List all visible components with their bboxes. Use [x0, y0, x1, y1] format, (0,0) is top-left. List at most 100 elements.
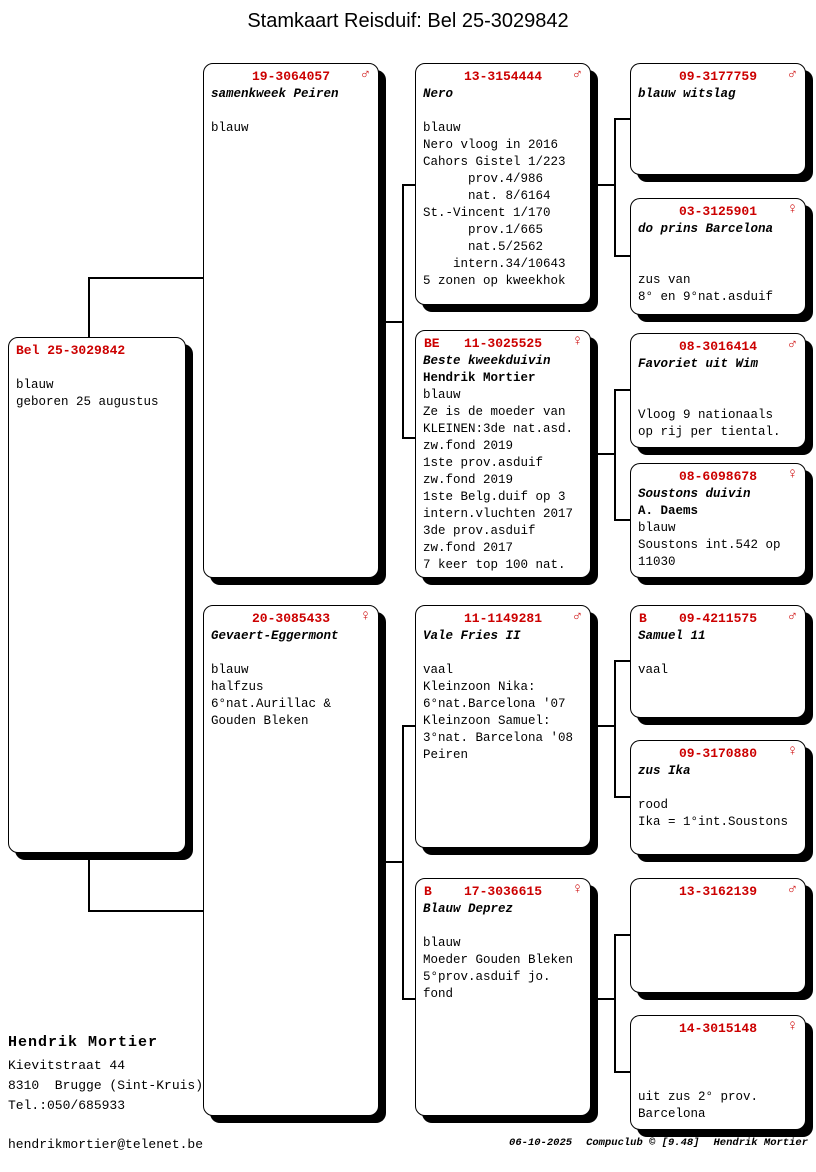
- ring-number: 19-3064057: [251, 69, 330, 84]
- bird-notes: rood Ika = 1°int.Soustons: [638, 798, 789, 829]
- footer-author: Hendrik Mortier: [713, 1137, 808, 1149]
- pedigree-box-great-grandsire: B 09-4211575 ♂ Samuel 11 vaal: [630, 605, 806, 718]
- ring-number: 17-3036615: [463, 884, 542, 899]
- bird-name: samenkweek Peiren: [211, 87, 339, 101]
- ring-number: 09-3170880: [678, 746, 757, 761]
- pedigree-box-great-granddam: 14-3015148 ♀ uit zus 2° prov. Barcelona: [630, 1015, 806, 1130]
- connector-line: [381, 861, 403, 863]
- male-icon: ♂: [787, 608, 797, 625]
- bird-notes: [638, 103, 798, 120]
- bird-owner-name: A. Daems: [638, 504, 699, 518]
- pedigree-box-sire: 19-3064057 ♂ samenkweek Peiren blauw: [203, 63, 379, 578]
- female-icon: ♀: [787, 201, 797, 218]
- connector-line: [614, 389, 616, 521]
- connector-line: [593, 453, 615, 455]
- bird-notes: vaal Kleinzoon Nika: 6°nat.Barcelona '07…: [423, 663, 574, 762]
- bird-name: Favoriet uit Wim: [638, 357, 759, 371]
- connector-line: [614, 389, 630, 391]
- bird-owner-name: Hendrik Mortier: [423, 371, 536, 385]
- bird-name: do prins Barcelona: [638, 222, 774, 236]
- connector-line: [402, 998, 416, 1000]
- male-icon: ♂: [787, 336, 797, 353]
- bird-notes: [638, 918, 798, 935]
- bird-notes: blauw halfzus 6°nat.Aurillac & Gouden Bl…: [211, 663, 332, 728]
- female-icon: ♀: [787, 743, 797, 760]
- male-icon: ♂: [360, 66, 370, 83]
- pedigree-box-great-granddam: 09-3170880 ♀ zus Ika rood Ika = 1°int.Sou…: [630, 740, 806, 855]
- ring-number: 11-3025525: [463, 336, 542, 351]
- male-icon: ♂: [787, 881, 797, 898]
- connector-line: [614, 118, 616, 257]
- connector-line: [593, 184, 615, 186]
- connector-line: [614, 519, 630, 521]
- pedigree-box-great-grandsire: 08-3016414 ♂ Favoriet uit Wim Vloog 9 nat…: [630, 333, 806, 448]
- female-icon: ♀: [787, 466, 797, 483]
- male-icon: ♂: [572, 66, 582, 83]
- bird-name: zus Ika: [638, 764, 691, 778]
- bird-name: Gevaert-Eggermont: [211, 629, 339, 643]
- bird-notes: blauw Ze is de moeder van KLEINEN:3de na…: [423, 388, 574, 572]
- connector-line: [614, 660, 630, 662]
- female-icon: ♀: [360, 608, 370, 625]
- ring-number: 03-3125901: [678, 204, 757, 219]
- connector-line: [614, 934, 630, 936]
- page-title: Stamkaart Reisduif: Bel 25-3029842: [247, 10, 569, 32]
- female-icon: ♀: [572, 881, 582, 898]
- connector-line: [614, 934, 616, 1073]
- connector-line: [593, 725, 615, 727]
- connector-line: [88, 854, 90, 912]
- bird-name: Samuel 11: [638, 629, 706, 643]
- bird-name: Nero: [423, 87, 454, 101]
- connector-line: [402, 184, 404, 439]
- connector-line: [88, 910, 204, 912]
- bird-notes: Vloog 9 nationaals op rij per tiental.: [638, 408, 781, 439]
- bird-notes: vaal: [638, 663, 669, 677]
- male-icon: ♂: [787, 66, 797, 83]
- country-prefix: B: [639, 611, 647, 626]
- owner-info: Hendrik Mortier Kievitstraat 44 8310 Bru…: [8, 1032, 203, 1155]
- ring-number: 09-4211575: [678, 611, 757, 626]
- connector-line: [614, 118, 630, 120]
- owner-email: hendrikmortier@telenet.be: [8, 1137, 204, 1152]
- print-footer: 06-10-2025 Compuclub © [9.48] Hendrik Mort…: [495, 1137, 808, 1149]
- ring-number: Bel 25-3029842: [16, 343, 126, 358]
- bird-notes: blauw geboren 25 augustus: [16, 378, 159, 409]
- ring-number: 14-3015148: [678, 1021, 757, 1036]
- female-icon: ♀: [572, 333, 582, 350]
- pedigree-box-grandsire: 11-1149281♂ Vale Fries II vaal Kleinzoon…: [415, 605, 591, 848]
- bird-name: Beste kweekduivin: [423, 354, 551, 368]
- connector-line: [402, 725, 404, 1000]
- male-icon: ♂: [572, 608, 582, 625]
- bird-notes: zus van 8° en 9°nat.asduif: [638, 273, 774, 304]
- bird-notes: blauw Soustons int.542 op 11030: [638, 521, 781, 569]
- connector-line: [402, 184, 416, 186]
- country-prefix: B: [424, 884, 432, 899]
- ring-number: 08-3016414: [678, 339, 757, 354]
- bird-name: Soustons duivin: [638, 487, 751, 501]
- connector-line: [614, 255, 630, 257]
- ring-number: 11-1149281: [463, 611, 542, 626]
- connector-line: [402, 437, 416, 439]
- bird-name: [638, 1038, 798, 1055]
- country-prefix: BE: [424, 336, 440, 351]
- connector-line: [88, 277, 204, 279]
- print-date: 06-10-2025: [509, 1137, 573, 1149]
- pedigree-box-great-grandsire: 09-3177759♂ blauw witslag: [630, 63, 806, 175]
- bird-notes: uit zus 2° prov. Barcelona: [638, 1090, 759, 1121]
- pedigree-box-great-grandsire: 13-3162139 ♂: [630, 878, 806, 993]
- connector-line: [402, 725, 416, 727]
- pedigree-box-granddam: BE 11-3025525 ♀ Beste kweekduivin Hendrik …: [415, 330, 591, 578]
- bird-notes: blauw: [211, 121, 249, 135]
- bird-notes: blauw Moeder Gouden Bleken 5°prov.asduif…: [423, 936, 574, 1001]
- ring-number: 13-3154444: [463, 69, 542, 84]
- connector-line: [614, 796, 630, 798]
- female-icon: ♀: [787, 1018, 797, 1035]
- ring-number: 13-3162139: [678, 884, 757, 899]
- software-credit: Compuclub © [9.48]: [586, 1137, 700, 1149]
- pedigree-box-great-granddam: 08-6098678 ♀ Soustons duivin A. Daems bla…: [630, 463, 806, 578]
- ring-number: 08-6098678: [678, 469, 757, 484]
- pedigree-box-great-granddam: 03-3125901 ♀ do prins Barcelona zus van 8…: [630, 198, 806, 315]
- pedigree-box-dam: 20-3085433♀ Gevaert-Eggermont blauw half…: [203, 605, 379, 1116]
